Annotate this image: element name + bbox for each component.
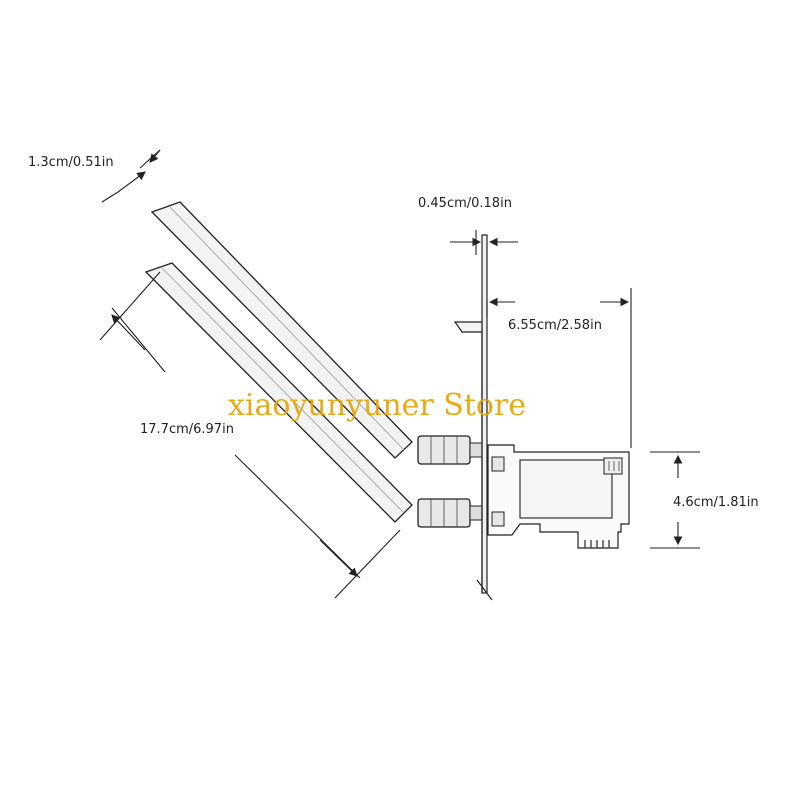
label-board-height: 4.6cm/1.81in	[673, 495, 759, 510]
label-board-length: 6.55cm/2.58in	[508, 318, 602, 333]
dimension-bracket-thickness	[450, 230, 518, 255]
label-antenna-width: 1.3cm/0.51in	[28, 155, 114, 170]
dimension-antenna-length	[99, 271, 401, 599]
dimension-board-height	[650, 451, 700, 549]
label-bracket-thickness: 0.45cm/0.18in	[418, 196, 512, 211]
antenna-upper	[150, 201, 483, 465]
pci-bracket	[453, 234, 493, 601]
antenna-lower	[144, 262, 483, 528]
dimension-board-length	[486, 288, 632, 448]
store-watermark: xiaoyunyuner Store	[228, 388, 527, 423]
dimension-antenna-width	[101, 149, 161, 203]
label-antenna-length: 17.7cm/6.97in	[140, 422, 234, 437]
pcb-board	[487, 444, 630, 549]
